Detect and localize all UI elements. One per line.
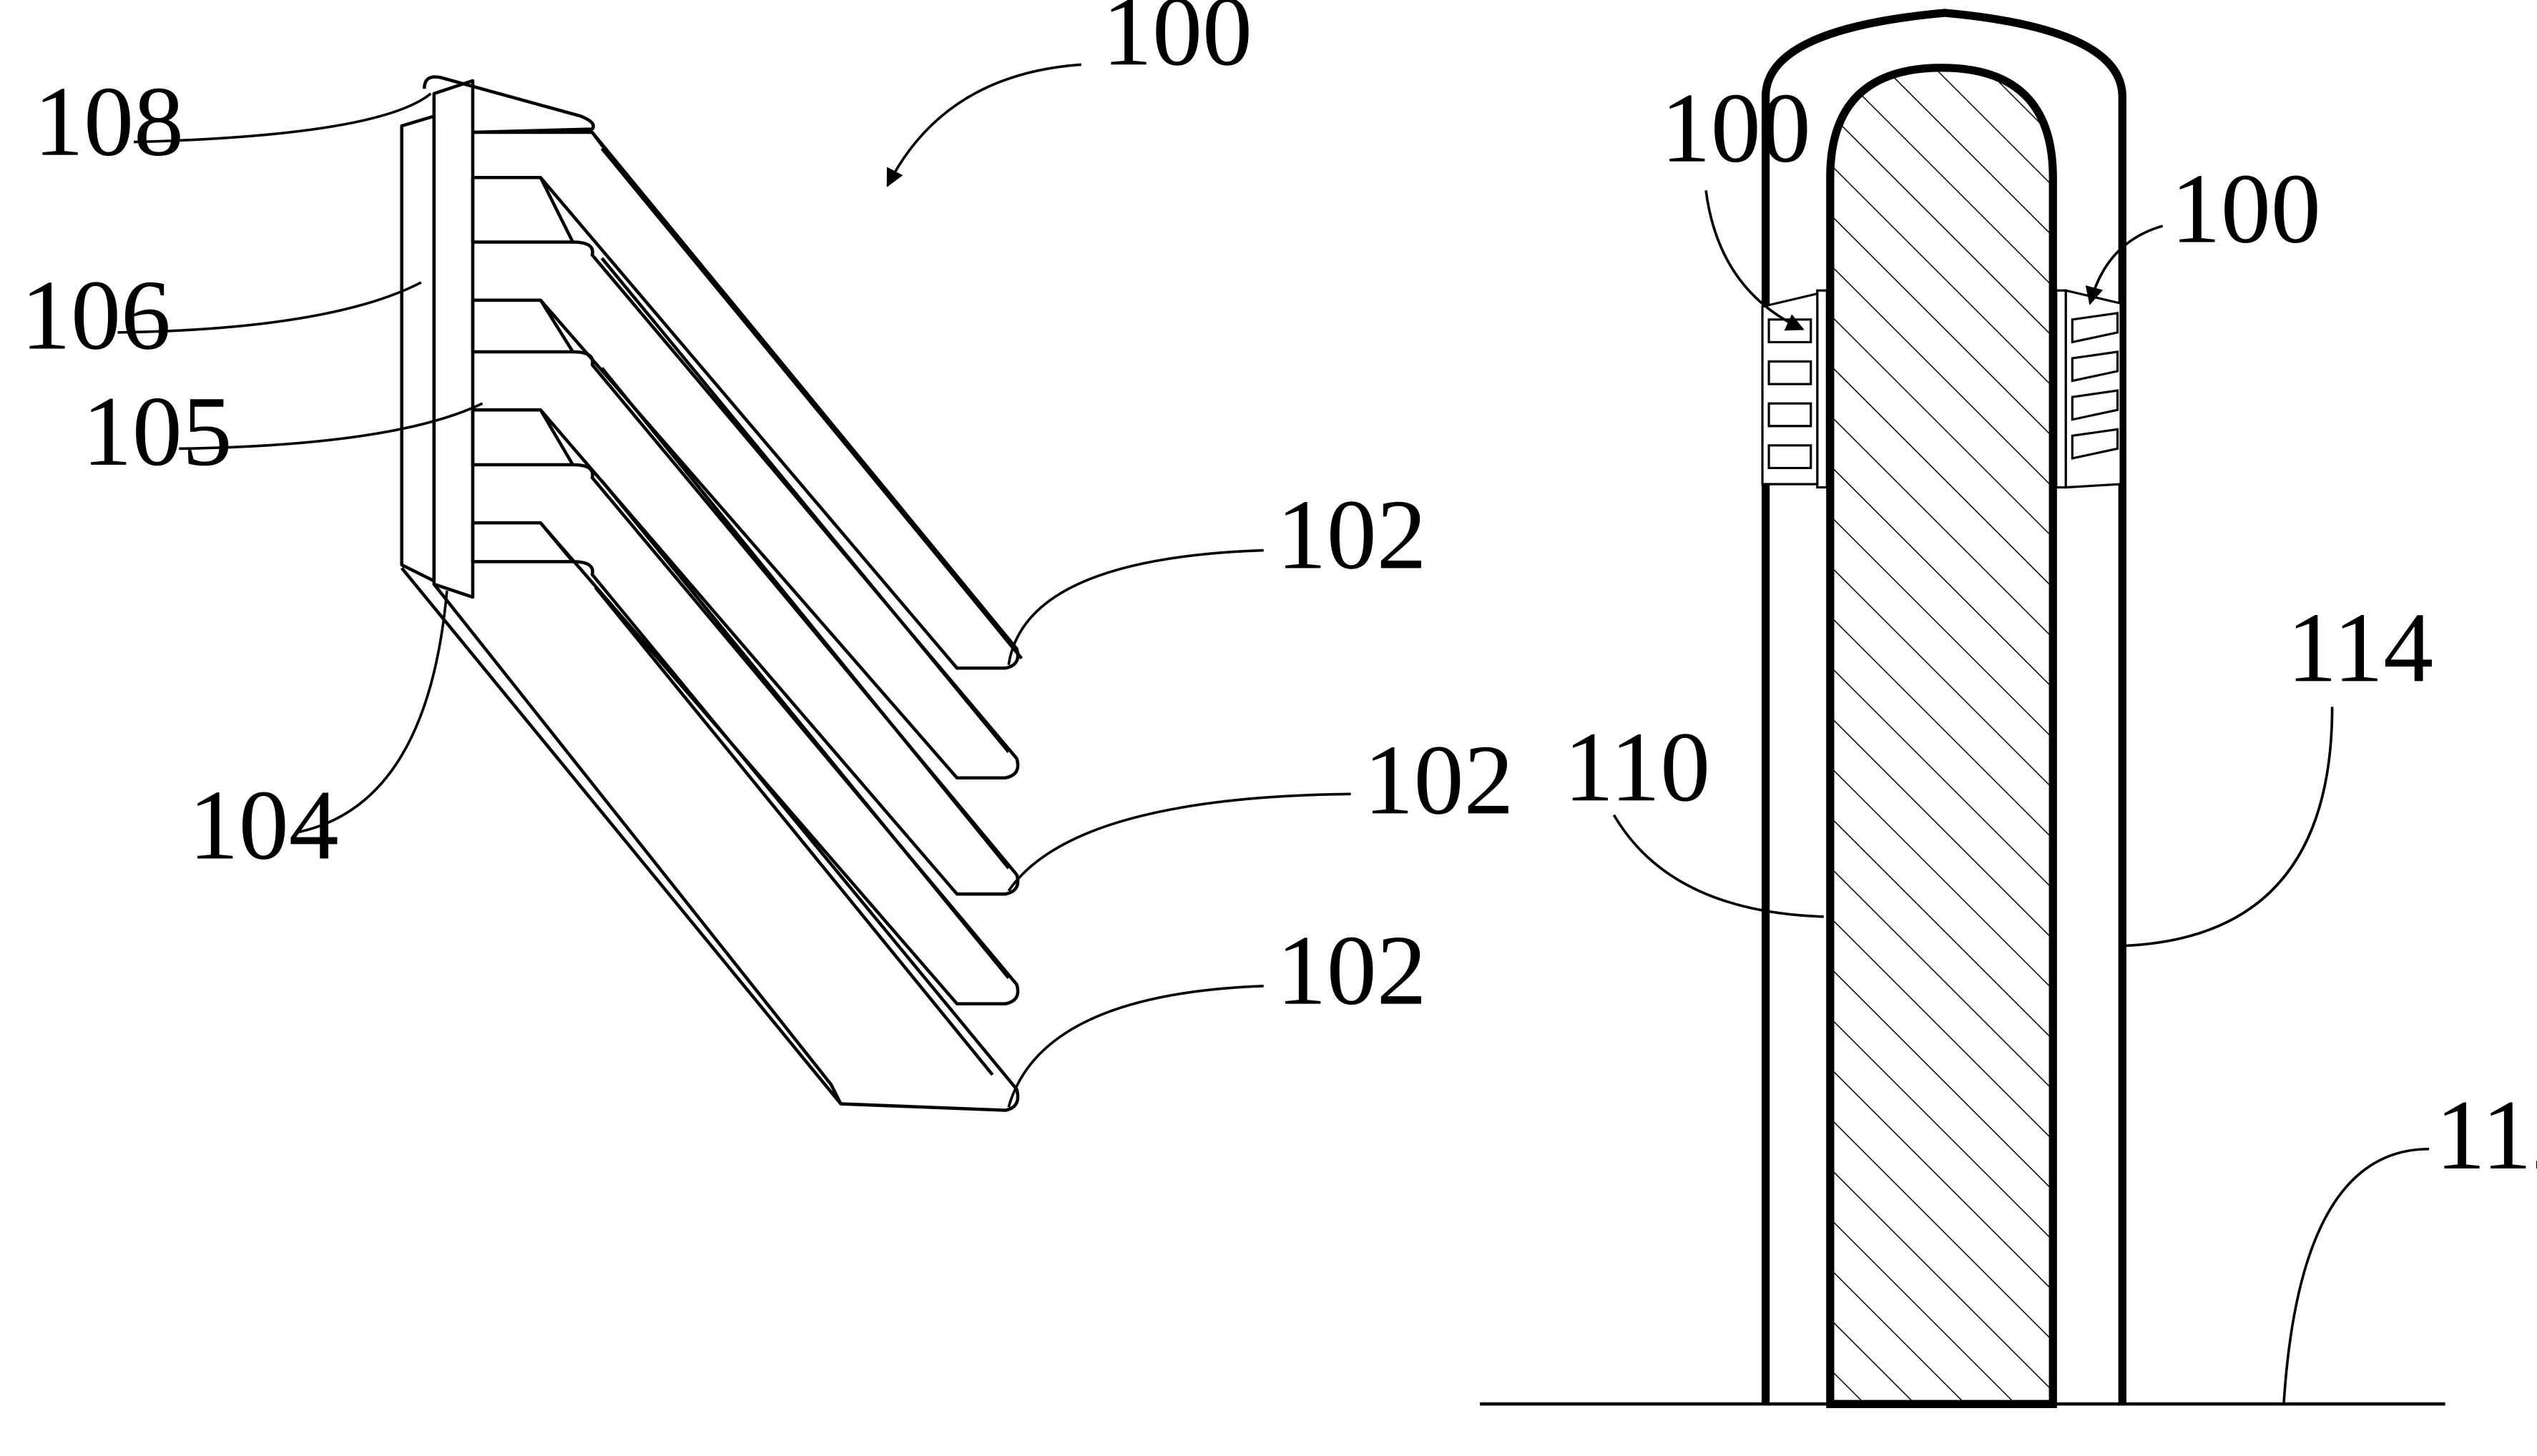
leader-102b <box>1009 794 1350 890</box>
fin-1 <box>473 132 1018 668</box>
fin-5 <box>402 561 1018 1110</box>
leader-102c <box>1009 986 1264 1107</box>
label-112: 112 <box>2435 1080 2537 1191</box>
device-perspective <box>402 77 1022 1110</box>
label-108: 108 <box>34 67 184 177</box>
reference-numerals: 100 108 106 105 104 102 102 102 100 100 … <box>21 0 2537 1191</box>
label-106: 106 <box>21 260 171 370</box>
label-114: 114 <box>2287 592 2433 703</box>
label-100-main: 100 <box>1102 0 1252 87</box>
fins <box>402 132 1022 1111</box>
top-lip <box>424 77 593 132</box>
spine-back <box>402 116 434 581</box>
inner-core <box>1830 68 2053 1405</box>
label-102-top: 102 <box>1277 479 1427 590</box>
label-110: 110 <box>1564 712 1710 822</box>
label-105: 105 <box>82 376 232 487</box>
label-100-right: 100 <box>2171 154 2321 265</box>
leader-114 <box>2126 707 2332 945</box>
leaders-left <box>117 64 1350 1107</box>
front-face <box>434 81 473 597</box>
device-left-small <box>1762 290 1827 487</box>
leader-112 <box>2284 1149 2429 1405</box>
leader-100 <box>888 64 1081 185</box>
label-102-bot: 102 <box>1277 915 1427 1026</box>
leader-102a <box>1009 551 1264 665</box>
label-104: 104 <box>189 770 339 881</box>
leader-110 <box>1614 815 1823 917</box>
device-right-small <box>2056 290 2121 487</box>
label-102-mid: 102 <box>1364 724 1514 835</box>
label-100-left: 100 <box>1661 73 1811 184</box>
